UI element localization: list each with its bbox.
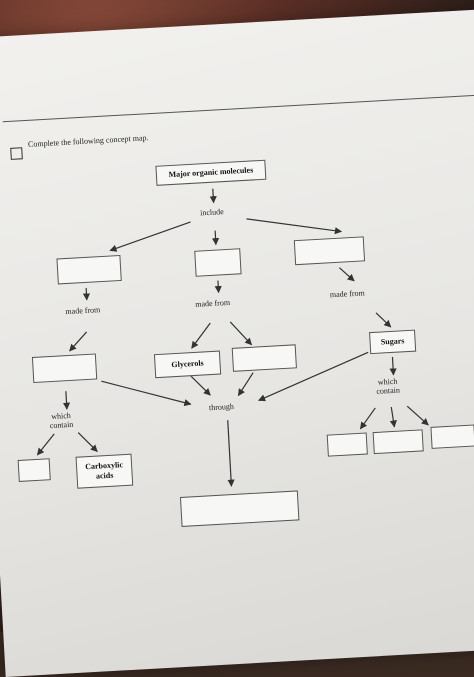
label-which-contain-right: which contain <box>376 376 401 396</box>
label-through: through <box>208 401 235 413</box>
blank-box-sugar-1[interactable] <box>326 432 368 457</box>
blank-box-lipid-source[interactable] <box>31 353 98 384</box>
concept-map-arrows <box>36 188 429 487</box>
blank-box-sugar-3[interactable] <box>430 424 474 449</box>
blank-box-right[interactable] <box>293 236 366 266</box>
blank-box-sugar-2[interactable] <box>372 429 424 455</box>
blank-box-beside-glycerols[interactable] <box>231 344 297 372</box>
label-include: include <box>199 207 224 218</box>
blank-box-center[interactable] <box>194 248 242 277</box>
node-carboxylic-acids: Carboxylic acids <box>75 453 134 489</box>
label-made-from-left: made from <box>65 305 101 317</box>
blank-box-contains-left[interactable] <box>17 458 51 482</box>
worksheet-page: Complete the following concept map. <box>0 7 474 677</box>
blank-box-left[interactable] <box>56 254 122 285</box>
node-sugars: Sugars <box>369 329 417 355</box>
label-which-contain-left: which contain <box>49 410 74 431</box>
node-glycerols: Glycerols <box>153 350 222 379</box>
